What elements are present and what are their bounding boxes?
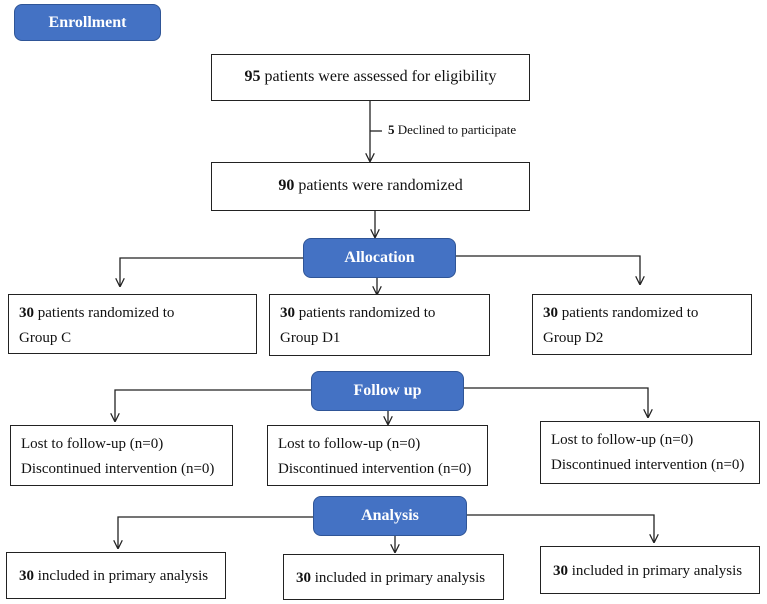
declined-count: 5 xyxy=(388,122,395,137)
group-d2-count: 30 xyxy=(543,305,558,321)
randomized-box: 90 patients were randomized xyxy=(211,162,530,211)
analysis-d1-count: 30 xyxy=(296,570,311,586)
declined-note: 5 Declined to participate xyxy=(388,122,516,138)
allocation-group-c-box: 30 patients randomized to Group C xyxy=(8,294,257,354)
arrow-allocation-right xyxy=(456,255,640,284)
group-c-line2: Group C xyxy=(19,329,72,346)
follow-up-c-lost: Lost to follow-up (n=0) xyxy=(21,436,164,452)
assessed-count: 95 xyxy=(244,68,261,86)
randomized-count: 90 xyxy=(278,177,295,195)
analysis-stage-label: Analysis xyxy=(313,496,467,536)
group-c-line1: patients randomized to xyxy=(37,305,175,321)
follow-up-d2-discontinued: Discontinued intervention (n=0) xyxy=(551,456,745,473)
assessed-text: patients were assessed for eligibility xyxy=(264,68,497,86)
allocation-group-d2-box: 30 patients randomized to Group D2 xyxy=(532,294,752,355)
analysis-group-d1-box: 30 included in primary analysis xyxy=(283,554,504,600)
follow-up-d2-lost: Lost to follow-up (n=0) xyxy=(551,432,694,448)
allocation-stage-label: Allocation xyxy=(303,238,456,278)
analysis-d2-text: included in primary analysis xyxy=(571,563,743,579)
follow-up-group-d1-box: Lost to follow-up (n=0) Discontinued int… xyxy=(267,425,488,486)
group-c-count: 30 xyxy=(19,305,34,321)
follow-up-group-d2-box: Lost to follow-up (n=0) Discontinued int… xyxy=(540,421,760,484)
arrow-analysis-left xyxy=(118,516,313,548)
enrollment-stage-label: Enrollment xyxy=(14,4,161,41)
follow-up-d1-discontinued: Discontinued intervention (n=0) xyxy=(278,460,472,477)
group-d1-line2: Group D1 xyxy=(280,329,341,346)
follow-up-stage-label: Follow up xyxy=(311,371,464,411)
analysis-group-d2-box: 30 included in primary analysis xyxy=(540,546,760,594)
randomized-text: patients were randomized xyxy=(298,177,463,195)
arrow-followup-left xyxy=(115,389,311,421)
follow-up-d1-lost: Lost to follow-up (n=0) xyxy=(278,436,421,452)
group-d2-line1: patients randomized to xyxy=(561,305,699,321)
group-d1-count: 30 xyxy=(280,305,295,321)
analysis-d1-text: included in primary analysis xyxy=(314,570,486,586)
declined-text: Declined to participate xyxy=(397,122,517,137)
arrow-allocation-left xyxy=(120,257,303,286)
analysis-group-c-box: 30 included in primary analysis xyxy=(6,552,226,599)
analysis-c-text: included in primary analysis xyxy=(37,568,209,584)
analysis-d2-count: 30 xyxy=(553,563,568,579)
analysis-c-count: 30 xyxy=(19,568,34,584)
follow-up-group-c-box: Lost to follow-up (n=0) Discontinued int… xyxy=(10,425,233,486)
assessed-box: 95 patients were assessed for eligibilit… xyxy=(211,54,530,101)
group-d2-line2: Group D2 xyxy=(543,329,604,346)
group-d1-line1: patients randomized to xyxy=(298,305,436,321)
allocation-group-d1-box: 30 patients randomized to Group D1 xyxy=(269,294,490,356)
arrow-followup-right xyxy=(464,387,648,417)
arrow-analysis-right xyxy=(467,514,654,542)
follow-up-c-discontinued: Discontinued intervention (n=0) xyxy=(21,460,215,477)
